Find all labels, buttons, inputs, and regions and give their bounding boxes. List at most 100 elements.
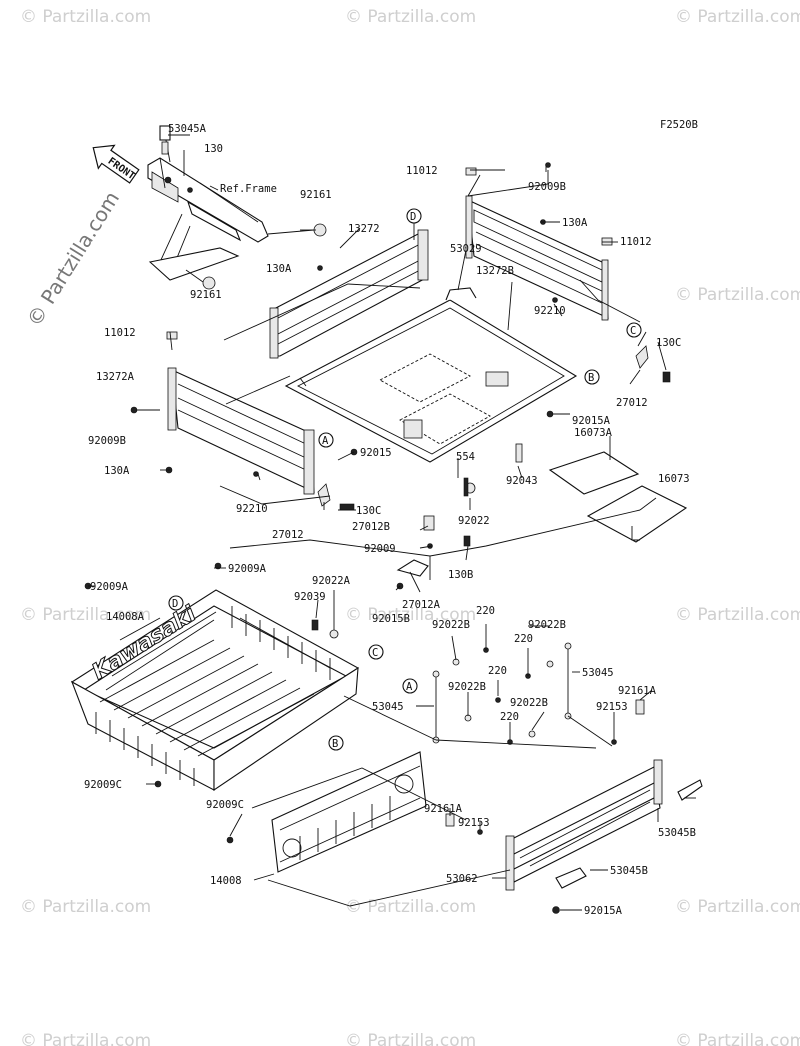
part-label: 92022: [458, 515, 490, 527]
watermark-text: © Partzilla.com: [345, 605, 476, 625]
callout-d: D: [410, 211, 416, 223]
side-panel-13272: [269, 229, 429, 359]
part-label: 220: [514, 633, 533, 645]
part-label: 92015A: [584, 905, 623, 917]
watermark-text: © Partzilla.com: [675, 285, 800, 305]
part-label: 92022A: [312, 575, 351, 587]
tub-ribs-front: [95, 712, 195, 786]
tub-ribs-side: [231, 606, 331, 680]
part-label: 130C: [356, 505, 381, 517]
part-label: 92161A: [424, 803, 463, 815]
side-panel-13272A: [130, 331, 355, 511]
bed-tub-14008A: Kawasaki: [70, 562, 360, 844]
callout-a: A: [406, 681, 413, 693]
watermark-text: © Partzilla.com: [345, 1031, 476, 1046]
front-arrow: FRONT: [92, 144, 140, 184]
part-label: 220: [476, 605, 495, 617]
watermark-text: © Partzilla.com: [675, 7, 800, 27]
watermark-text: © Partzilla.com: [345, 897, 476, 917]
part-label: 92210: [534, 305, 566, 317]
part-label: 92210: [236, 503, 268, 515]
ref-frame: [147, 125, 327, 290]
part-label: 92009C: [84, 779, 122, 791]
bed-floor-53029: [284, 287, 578, 497]
part-labels: 53045A 130 Ref.Frame 92161 92161 11012 9…: [84, 123, 696, 917]
part-label: 92022B: [510, 697, 548, 709]
side-panel-13272B: [465, 162, 671, 383]
part-label: 220: [500, 711, 519, 723]
callout-c: C: [372, 647, 378, 659]
part-label: 14008A: [106, 611, 145, 623]
part-label: 11012: [406, 165, 438, 177]
callout-c: C: [630, 325, 636, 337]
part-label: 130C: [656, 337, 681, 349]
part-label: 130A: [562, 217, 588, 229]
callout-a: A: [322, 435, 329, 447]
callout-b: B: [588, 372, 594, 384]
part-label: 53045B: [658, 827, 696, 839]
part-label: 92022B: [432, 619, 470, 631]
watermark-text: © Partzilla.com: [675, 897, 800, 917]
part-label: 53062: [446, 873, 478, 885]
watermark-text: © Partzilla.com: [675, 605, 800, 625]
part-label: 27012B: [352, 521, 390, 533]
part-label: 13272A: [96, 371, 135, 383]
part-label: 92161A: [618, 685, 657, 697]
part-label: 13272: [348, 223, 380, 235]
tailgate-frame-53062: [445, 699, 703, 914]
part-label: 27012: [616, 397, 648, 409]
part-label: 53045: [582, 667, 614, 679]
part-label: 53045: [372, 701, 404, 713]
part-label: 92009: [364, 543, 396, 555]
watermark-text: © Partzilla.com: [675, 1031, 800, 1046]
part-label: 16073A: [574, 427, 613, 439]
hinge-hardware: [396, 515, 471, 590]
part-label: 11012: [620, 236, 652, 248]
part-label: 53045B: [610, 865, 648, 877]
part-label: 92015A: [572, 415, 611, 427]
part-label: 130: [204, 143, 223, 155]
part-label: Ref.Frame: [220, 183, 277, 195]
part-label: 92161: [190, 289, 222, 301]
part-label: 92022B: [528, 619, 566, 631]
callout-d: D: [172, 598, 178, 610]
part-label: 27012A: [402, 599, 441, 611]
leader-lines: [88, 134, 696, 911]
part-label: 92039: [294, 591, 326, 603]
part-label: 220: [488, 665, 507, 677]
watermark-text: © Partzilla.com: [20, 897, 151, 917]
part-label: 92009A: [228, 563, 267, 575]
part-label: 130B: [448, 569, 473, 581]
watermark-text: © Partzilla.com: [20, 1031, 151, 1046]
part-label: 92043: [506, 475, 538, 487]
part-label: 14008: [210, 875, 242, 887]
part-label: 16073: [658, 473, 690, 485]
part-label: 92009B: [88, 435, 126, 447]
diagram-code: F2520B: [660, 119, 698, 131]
part-label: 92022B: [448, 681, 486, 693]
watermark-text: © Partzilla.com: [345, 7, 476, 27]
part-label: 92015B: [372, 613, 410, 625]
part-label: 130A: [104, 465, 130, 477]
part-label: 92153: [596, 701, 628, 713]
gate-panel-14008: [271, 751, 427, 873]
watermark-text: © Partzilla.com: [20, 605, 151, 625]
part-label: 92161: [300, 189, 332, 201]
part-label: 554: [456, 451, 475, 463]
part-label: 92015: [360, 447, 392, 459]
callout-b: B: [332, 738, 338, 750]
part-label: 92153: [458, 817, 490, 829]
part-label: 92009B: [528, 181, 566, 193]
part-label: 11012: [104, 327, 136, 339]
part-label: 13272B: [476, 265, 514, 277]
watermark-text: © Partzilla.com: [20, 7, 151, 27]
part-label: 130A: [266, 263, 292, 275]
part-label: 53045A: [168, 123, 207, 135]
cables-53045: [432, 642, 572, 745]
watermarks: © Partzilla.com © Partzilla.com © Partzi…: [20, 7, 800, 1046]
watermark-big: © Partzilla.com: [22, 187, 124, 331]
part-label: 53029: [450, 243, 482, 255]
mat-pieces: [548, 451, 688, 543]
